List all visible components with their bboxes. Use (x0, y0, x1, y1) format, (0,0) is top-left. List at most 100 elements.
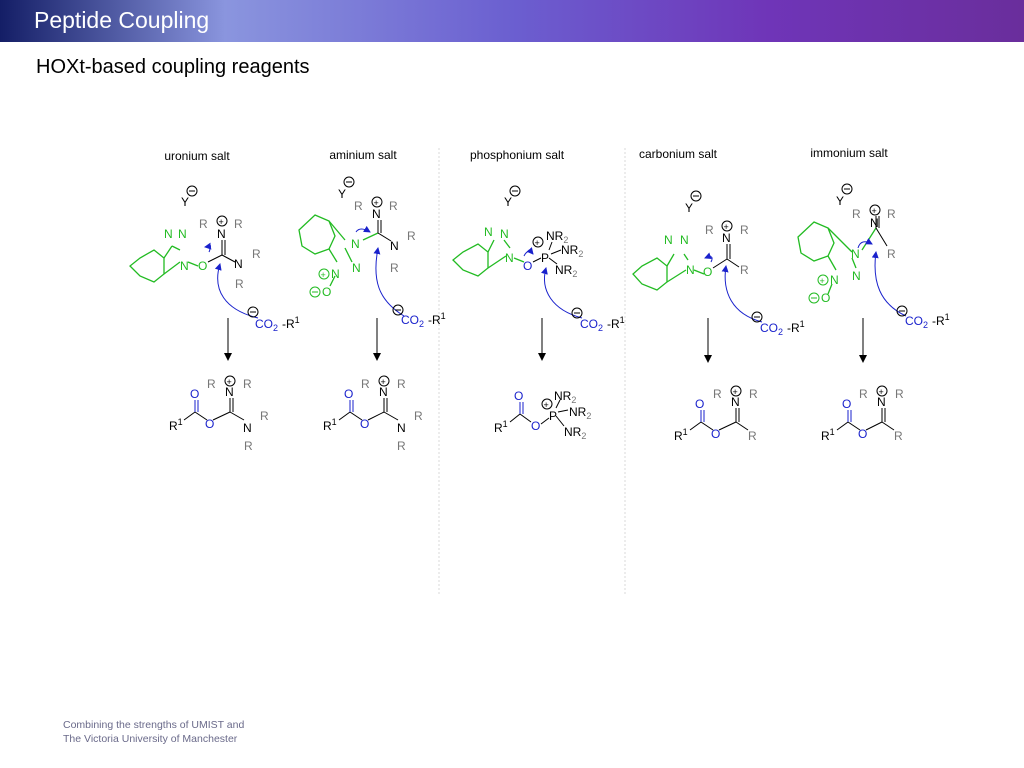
svg-text:N: N (722, 231, 731, 245)
svg-text:N: N (484, 225, 493, 239)
svg-text:-R1: -R1 (428, 311, 446, 327)
svg-text:R: R (260, 409, 269, 423)
svg-text:R: R (234, 217, 243, 231)
svg-text:O: O (205, 417, 214, 431)
immonium-reagent: Y N N N + O N + R R R CO2 -R1 (797, 183, 950, 443)
svg-text:R1: R1 (674, 427, 688, 443)
svg-text:R: R (895, 387, 904, 401)
svg-text:-R1: -R1 (787, 319, 805, 335)
svg-text:R: R (887, 247, 896, 261)
svg-text:R: R (235, 277, 244, 291)
uronium-product: O R1 O N + R R N R R (169, 375, 269, 453)
svg-text:R: R (859, 387, 868, 401)
svg-text:N: N (852, 269, 861, 283)
column-label: aminium salt (329, 148, 397, 162)
svg-text:N: N (686, 263, 695, 277)
svg-text:NR2: NR2 (555, 263, 577, 279)
svg-text:R: R (713, 387, 722, 401)
svg-text:NR2: NR2 (564, 425, 586, 441)
svg-text:R: R (207, 377, 216, 391)
svg-text:O: O (711, 427, 720, 441)
svg-text:N: N (830, 273, 839, 287)
svg-text:N: N (877, 395, 886, 409)
svg-text:R1: R1 (323, 417, 337, 433)
svg-text:N: N (351, 237, 360, 251)
uronium-reagent: Y N N N O N + R R N R R (129, 185, 300, 453)
footer-line: The Victoria University of Manchester (63, 733, 238, 745)
aminium-reagent: Y N N N + O N + R R N R R (298, 176, 446, 453)
immonium-product: O R1 O N + R R R (821, 385, 904, 443)
svg-text:P: P (541, 251, 549, 265)
svg-text:N: N (225, 385, 234, 399)
svg-text:N: N (331, 267, 340, 281)
svg-text:+: + (381, 377, 386, 387)
svg-text:R: R (397, 377, 406, 391)
svg-text:O: O (190, 387, 199, 401)
svg-text:R: R (705, 223, 714, 237)
svg-text:+: + (724, 222, 729, 232)
svg-text:NR2: NR2 (569, 405, 591, 421)
svg-text:CO2: CO2 (580, 317, 603, 333)
svg-text:R: R (354, 199, 363, 213)
svg-text:O: O (514, 389, 523, 403)
svg-text:R: R (740, 263, 749, 277)
svg-text:R: R (852, 207, 861, 221)
svg-text:N: N (731, 395, 740, 409)
svg-text:N: N (217, 227, 226, 241)
svg-text:+: + (733, 387, 738, 397)
footer-credit: Combining the strengths of UMIST and The… (63, 718, 244, 746)
title-bar: Peptide Coupling (0, 0, 1024, 42)
svg-text:NR2: NR2 (554, 389, 576, 405)
svg-text:O: O (695, 397, 704, 411)
svg-text:R: R (243, 377, 252, 391)
svg-text:O: O (821, 291, 830, 305)
svg-text:N: N (379, 385, 388, 399)
svg-text:R: R (887, 207, 896, 221)
svg-text:Y: Y (338, 187, 346, 201)
svg-text:N: N (397, 421, 406, 435)
svg-text:N: N (500, 227, 509, 241)
svg-text:N: N (664, 233, 673, 247)
svg-text:R: R (390, 261, 399, 275)
svg-text:O: O (322, 285, 331, 299)
svg-text:N: N (505, 251, 514, 265)
svg-text:O: O (703, 265, 712, 279)
svg-text:N: N (164, 227, 173, 241)
svg-text:R: R (397, 439, 406, 453)
svg-text:+: + (820, 276, 825, 286)
slide-title: Peptide Coupling (34, 7, 210, 33)
svg-text:R: R (407, 229, 416, 243)
svg-text:N: N (390, 239, 399, 253)
svg-text:-R1: -R1 (282, 315, 300, 331)
svg-text:R1: R1 (494, 419, 508, 435)
svg-text:R: R (389, 199, 398, 213)
svg-text:R: R (252, 247, 261, 261)
svg-text:R: R (740, 223, 749, 237)
svg-text:Y: Y (504, 195, 512, 209)
svg-text:R1: R1 (169, 417, 183, 433)
svg-text:+: + (374, 198, 379, 208)
column-label: carbonium salt (639, 147, 718, 161)
svg-text:CO2: CO2 (255, 317, 278, 333)
svg-text:NR2: NR2 (561, 243, 583, 259)
svg-text:+: + (227, 377, 232, 387)
svg-text:R: R (199, 217, 208, 231)
column-label: immonium salt (810, 146, 888, 160)
svg-text:Y: Y (685, 201, 693, 215)
phosphonium-product: O R1 O P + NR2 NR2 NR2 (494, 389, 591, 441)
svg-text:-R1: -R1 (932, 312, 950, 328)
svg-text:R: R (361, 377, 370, 391)
svg-text:N: N (352, 261, 361, 275)
svg-text:N: N (180, 259, 189, 273)
svg-text:N: N (870, 216, 879, 230)
aminium-product: O R1 O N + R R N R R (323, 375, 423, 453)
svg-text:N: N (851, 247, 860, 261)
svg-text:P: P (549, 409, 557, 423)
carbonium-product: O R1 O N + R R R (674, 385, 758, 443)
svg-text:N: N (234, 257, 243, 271)
svg-text:Y: Y (836, 194, 844, 208)
svg-text:CO2: CO2 (905, 314, 928, 330)
svg-text:N: N (372, 207, 381, 221)
svg-text:N: N (680, 233, 689, 247)
